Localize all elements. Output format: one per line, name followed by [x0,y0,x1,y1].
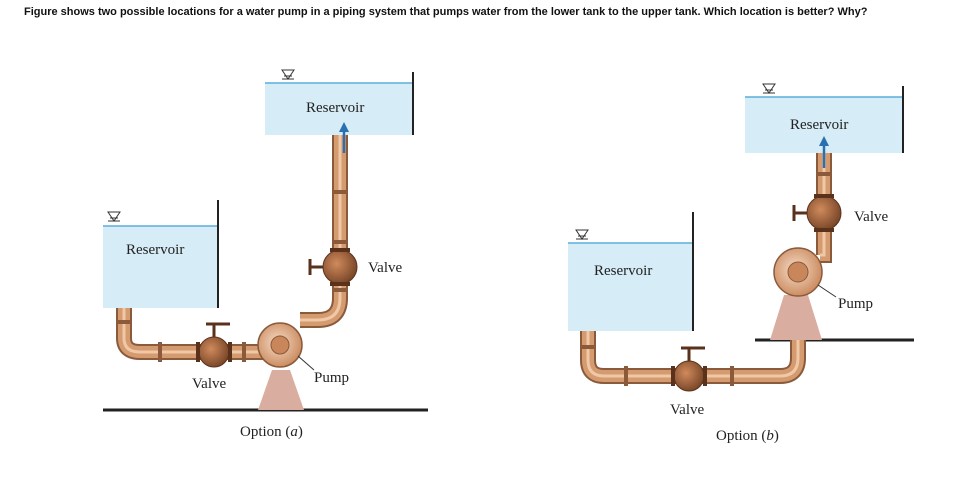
caption-a: Option (a) [240,424,303,440]
valve-lower-label: Valve [192,376,226,392]
caption-b: Option (b) [716,428,779,444]
upper-reservoir-label: Reservoir [306,100,364,116]
pump-base [258,370,304,410]
valve-lower-b: Valve [670,346,707,418]
pump-a: Pump [257,322,349,410]
triangle-free-surface-icon [762,83,776,94]
pump-b: Pump [770,247,873,340]
valve-upper-a: Valve [308,248,402,286]
valve-upper-b: Valve [792,194,888,232]
triangle-free-surface-icon [281,69,295,80]
lower-reservoir: Reservoir [103,200,219,308]
lower-reservoir-label: Reservoir [126,242,184,258]
valve-upper-label: Valve [368,260,402,276]
triangle-free-surface-icon [107,211,121,222]
upper-reservoir-label: Reservoir [790,117,848,133]
pump-label: Pump [314,370,349,386]
valve-lower-label: Valve [670,402,704,418]
option-b: Reservoir Reservoir [568,83,914,444]
upper-reservoir: Reservoir [265,69,414,135]
question-text: Figure shows two possible locations for … [24,6,868,18]
piping-a [116,122,349,362]
triangle-free-surface-icon [575,229,589,240]
lower-reservoir-label: Reservoir [594,263,652,279]
option-a: Reservoir Reservoir [103,69,428,440]
valve-upper-label: Valve [854,209,888,225]
lower-reservoir: Reservoir [568,212,694,331]
valve-lower-a: Valve [192,322,232,392]
pump-label: Pump [838,296,873,312]
pump-base [770,295,822,340]
